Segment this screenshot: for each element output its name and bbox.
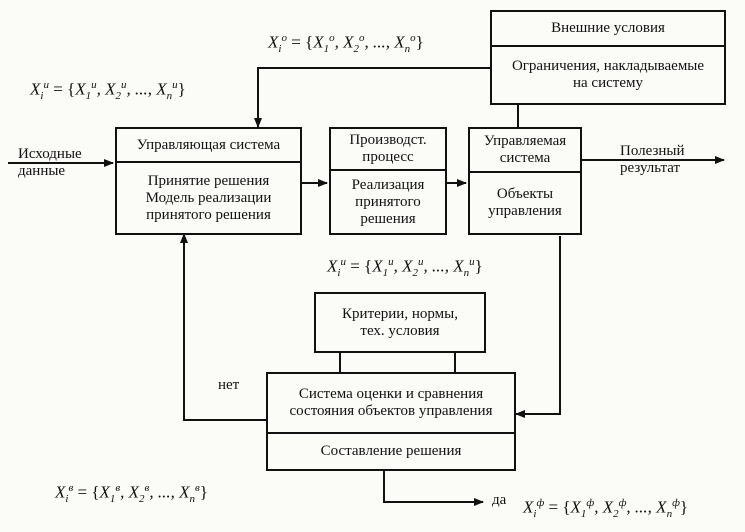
formula-xi-mid: Xiи = {X1и, X2и, ..., Xnи}	[327, 256, 483, 280]
criteria-box: Критерии, нормы, тех. условия	[314, 292, 486, 353]
formula-xv: Xiв = {X1в, X2в, ..., Xnв}	[55, 482, 208, 506]
decision-compilation-text: Составление решения	[320, 443, 462, 459]
external-conditions-divider	[492, 45, 724, 47]
useful-result-label: Полезный результат	[620, 143, 685, 176]
control-system-box: Управляющая система Принятие решения Мод…	[115, 127, 302, 235]
external-conditions-box: Внешние условия Ограничения, накладываем…	[490, 10, 726, 105]
no-label: нет	[218, 377, 240, 393]
formula-xf: Xiф = {X1ф, X2ф, ..., Xnф}	[523, 497, 689, 521]
formula-xi-left: Xiи = {X1и, X2и, ..., Xnи}	[30, 79, 186, 103]
managed-to-evaluation-arrow	[515, 236, 561, 418]
control-system-divider	[117, 161, 300, 163]
yes-output-arrow	[383, 470, 484, 506]
managed-system-box: Управляемая система Объекты управления	[468, 127, 582, 235]
production-process-divider	[331, 169, 445, 171]
formula-xo: Xiо = {X1о, X2о, ..., Xnо}	[268, 32, 424, 56]
control-objects-text: Объекты управления	[488, 186, 562, 219]
external-to-control-arrow	[254, 67, 493, 128]
yes-label: да	[492, 492, 507, 508]
managed-system-title: Управляемая система	[483, 133, 567, 166]
decision-implementation-text: Реализация принятого решения	[351, 176, 425, 227]
evaluation-system-text: Система оценки и сравнения состояния объ…	[289, 386, 493, 419]
no-feedback-arrow	[180, 233, 266, 421]
input-data-label: Исходные данные	[18, 146, 82, 179]
production-process-box: Производст. процесс Реализация принятого…	[329, 127, 447, 235]
criteria-text: Критерии, нормы, тех. условия	[342, 305, 458, 339]
evaluation-system-divider	[268, 432, 514, 434]
production-process-title: Производст. процесс	[349, 132, 427, 165]
external-constraints-text: Ограничения, накладываемые на систему	[511, 58, 705, 91]
managed-system-divider	[470, 171, 580, 173]
evaluation-system-box: Система оценки и сравнения состояния объ…	[266, 372, 516, 471]
decision-making-text: Принятие решения Модель реализации приня…	[145, 172, 272, 223]
control-system-title: Управляющая система	[136, 136, 281, 153]
external-conditions-title: Внешние условия	[551, 20, 665, 36]
